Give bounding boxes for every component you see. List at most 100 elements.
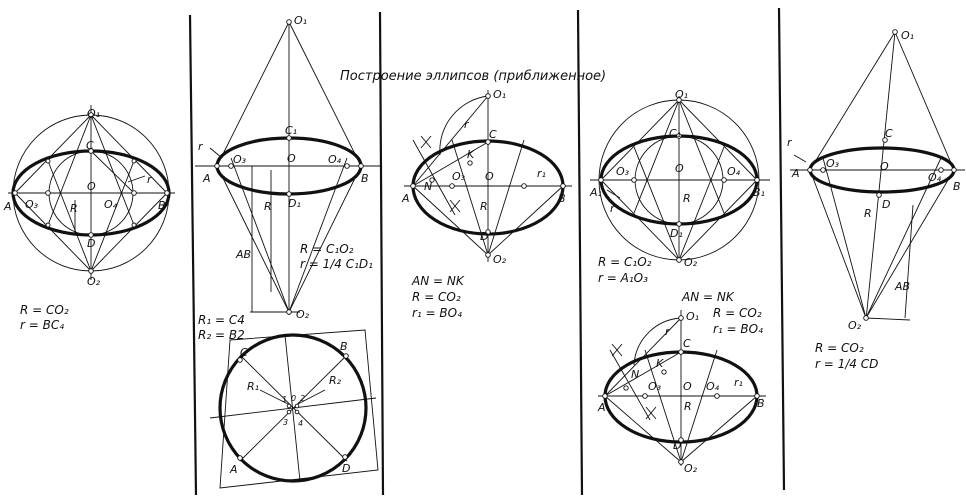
p3-label-n: N xyxy=(424,180,432,193)
p1-label-r-small: r xyxy=(147,173,153,186)
p4b-formula-1: AN = NK xyxy=(681,290,735,304)
p3-label-a: A xyxy=(401,192,410,205)
p5-label-r-small: r xyxy=(787,136,793,149)
p1-label-o1: O₁ xyxy=(87,107,100,120)
sheet-title: Построение эллипсов (приближенное) xyxy=(340,69,606,84)
panel-4b-diagram: AN = NK R = CO₂ r₁ = BO₄ O₁ C K N O₃ O O… xyxy=(597,290,766,475)
p2b-formula-1: R₁ = C4 xyxy=(198,313,245,327)
p4b-label-o4: O₄ xyxy=(706,380,720,393)
p3-label-d: D xyxy=(480,230,488,243)
p5-label-b: B xyxy=(953,180,961,193)
p2-formula-1: R = C₁O₂ xyxy=(300,242,354,256)
p2b-label-4: 4 xyxy=(298,419,303,428)
p3-label-o1: O₁ xyxy=(493,88,506,101)
p1-label-o2: O₂ xyxy=(87,275,101,288)
p5-label-o1: O₁ xyxy=(901,29,914,42)
p4-label-c1: C₁ xyxy=(669,127,681,140)
p4b-formula-3: r₁ = BO₄ xyxy=(713,322,763,336)
panel-3-diagram: O₁ C K N O₃ O A B R r r₁ D O₂ AN = NK R … xyxy=(401,88,572,320)
p2-label-ab: AB xyxy=(235,248,251,261)
p2b-label-1: 1 xyxy=(282,395,287,404)
panel-2-diagram: O₁ C₁ O O₃ O₄ A B D₁ R r AB O₂ R = C₁O₂ … xyxy=(195,14,380,321)
p3-label-o2: O₂ xyxy=(493,253,507,266)
p4-label-b1: B₁ xyxy=(753,186,765,199)
p3-label-k: K xyxy=(467,148,475,161)
p2b-label-0: 0 xyxy=(291,394,296,403)
p2-label-c1: C₁ xyxy=(285,124,297,137)
p4-label-o4: O₄ xyxy=(727,165,741,178)
p1-label-o4: O₄ xyxy=(104,198,118,211)
p4b-label-a: A xyxy=(597,401,606,414)
p2-label-o2: O₂ xyxy=(296,308,310,321)
p2-formula-2: r = 1/4 C₁D₁ xyxy=(300,257,373,271)
panel-4-diagram: O₁ C₁ O O₃ O₄ A₁ B₁ R r D₁ O₂ R = C₁O₂ r… xyxy=(589,88,770,285)
p3-label-c: C xyxy=(489,128,497,141)
p5-label-o4: O₄ xyxy=(928,171,942,184)
p3-formula-3: r₁ = BO₄ xyxy=(412,306,462,320)
p2b-label-2: 2 xyxy=(300,394,305,403)
p5-label-r-big: R xyxy=(864,207,872,220)
p4b-label-d: D xyxy=(673,439,681,452)
p4b-label-o: O xyxy=(683,380,692,393)
p2b-label-3: 3 xyxy=(283,418,288,427)
p1-formula-2: r = BC₄ xyxy=(20,318,64,332)
p2b-label-r1: R₁ xyxy=(247,380,259,393)
panel-5-diagram: O₁ C O O₃ O₄ A B D R r AB O₂ R = CO₂ r =… xyxy=(787,29,965,371)
p1-label-o3: O₃ xyxy=(25,198,39,211)
p4-formula-2: r = A₁O₃ xyxy=(598,271,648,285)
p3-label-o3: O₃ xyxy=(452,170,466,183)
p5-formula-1: R = CO₂ xyxy=(815,341,864,355)
p5-label-o2: O₂ xyxy=(848,319,862,332)
p3-label-r1: r₁ xyxy=(537,167,546,180)
p2-label-b: B xyxy=(361,172,369,185)
p1-label-d: D xyxy=(87,237,95,250)
p2b-label-a: A xyxy=(229,463,238,476)
panel-separators xyxy=(188,7,786,496)
p3-label-b: B xyxy=(558,192,566,205)
p5-label-c: C xyxy=(885,127,893,140)
p3-label-r-small: r xyxy=(464,118,470,131)
p5-label-d: D xyxy=(882,198,890,211)
p2-label-o: O xyxy=(287,152,296,165)
p4-label-d1: D₁ xyxy=(670,227,683,240)
p4b-formula-2: R = CO₂ xyxy=(713,306,762,320)
p4b-label-o3: O₃ xyxy=(648,380,662,393)
p4b-label-b: B xyxy=(757,397,765,410)
p2b-label-r2: R₂ xyxy=(329,374,342,387)
p3-formula-1: AN = NK xyxy=(411,274,465,288)
p3-label-o: O xyxy=(485,170,494,183)
p2-label-o1: O₁ xyxy=(294,14,307,27)
p1-label-o: O xyxy=(87,180,96,193)
p2b-label-b: B xyxy=(340,340,348,353)
p4-label-o3: O₃ xyxy=(616,165,630,178)
p4b-label-o1: O₁ xyxy=(686,310,699,323)
p4b-label-k: K xyxy=(656,357,664,370)
p2-label-r-small: r xyxy=(198,140,204,153)
p2b-formula-2: R₂ = B2 xyxy=(198,328,245,342)
p2-label-o4: O₄ xyxy=(328,153,342,166)
p4b-label-o2: O₂ xyxy=(684,462,698,475)
p4-label-o1: O₁ xyxy=(675,88,688,101)
p4b-label-c: C xyxy=(683,337,691,350)
p1-label-c: C xyxy=(86,139,94,152)
p2-label-o3: O₃ xyxy=(233,153,247,166)
p2-label-a: A xyxy=(202,172,211,185)
p5-formula-2: r = 1/4 CD xyxy=(815,357,878,371)
p5-label-ab: AB xyxy=(894,280,910,293)
p4-label-a1: A₁ xyxy=(589,186,602,199)
p3-formula-2: R = CO₂ xyxy=(412,290,461,304)
p4-label-r-small: r xyxy=(610,202,616,215)
p2b-label-d: D xyxy=(342,462,350,475)
p4-formula-1: R = C₁O₂ xyxy=(598,255,652,269)
p3-label-r-big: R xyxy=(480,200,488,213)
p4b-label-n: N xyxy=(631,368,639,381)
p1-formula-1: R = CO₂ xyxy=(20,303,69,317)
p5-label-o: O xyxy=(880,160,889,173)
p1-label-a: A xyxy=(3,200,12,213)
p4-label-r-big: R xyxy=(683,192,691,205)
panel-1-diagram: O₁ C O O₃ O₄ A B R r D O₂ R = CO₂ r = BC… xyxy=(3,105,175,332)
p4b-label-r-big: R xyxy=(684,400,692,413)
p4b-label-r1: r₁ xyxy=(734,376,743,389)
panel-2b-diagram: R₁ = C4 R₂ = B2 C B A D R₁ R₂ 1 0 2 3 4 xyxy=(198,313,379,489)
